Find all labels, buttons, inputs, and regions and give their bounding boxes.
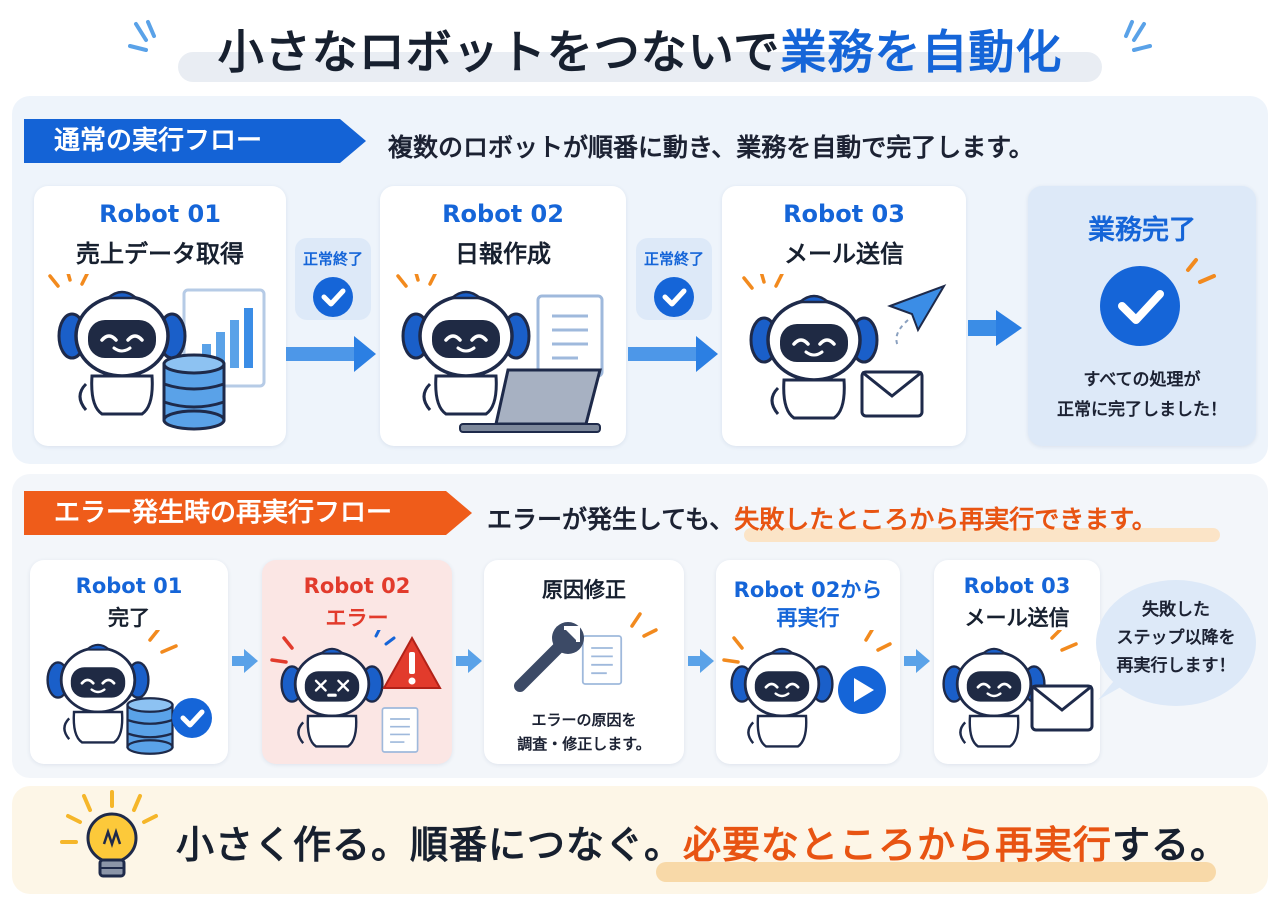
normal-flow-banner: 通常の実行フロー	[24, 119, 366, 163]
normal-step-robot-01: Robot 01 売上データ取得	[34, 186, 286, 446]
sparkle-right-icon	[1124, 20, 1152, 52]
normal-step-robot-02: Robot 02 日報作成	[380, 186, 626, 446]
step-status: メール送信	[964, 606, 1070, 630]
error-step-robot-01: Robot 01 完了	[30, 560, 228, 764]
small-arrow-1	[232, 649, 258, 673]
lightbulb-icon	[60, 790, 158, 878]
bubble-tail	[1098, 676, 1126, 700]
retry-speech-bubble: 失敗した ステップ以降を 再実行します！	[1096, 580, 1256, 706]
robot-label: Robot 03	[963, 574, 1071, 598]
robot-error-icon	[270, 630, 442, 753]
flow-arrow-2	[628, 336, 718, 372]
status-chip-2: 正常終了	[636, 238, 712, 320]
normal-flow-description: 複数のロボットが順番に動き、業務を自動で完了します。	[388, 133, 1034, 162]
sparkle-left-icon	[128, 20, 156, 52]
page-title: 小さなロボットをつないで業務を自動化	[217, 25, 1063, 79]
task-label: 売上データ取得	[76, 240, 244, 268]
flow-arrow-1	[286, 336, 376, 372]
error-flow-banner: エラー発生時の再実行フロー	[24, 491, 472, 535]
small-arrow-2	[456, 649, 482, 673]
small-arrow-3	[688, 649, 714, 673]
robot-done-icon	[46, 630, 228, 755]
check-icon	[313, 277, 353, 317]
robot-mail-icon	[942, 630, 1094, 748]
robot-label: Robot 01	[75, 574, 183, 598]
robot-label: Robot 01	[99, 200, 221, 228]
check-icon	[654, 277, 694, 317]
robot-label: Robot 03	[783, 200, 905, 228]
complete-message-2: 正常に完了しました！	[1057, 400, 1227, 420]
title-highlight-band	[178, 52, 1102, 82]
step-status: 再実行	[776, 606, 840, 630]
status-chip-1: 正常終了	[295, 238, 371, 320]
fix-note-2: 調査・修正します。	[517, 735, 651, 753]
flow-arrow-3	[968, 310, 1022, 346]
small-arrow-4	[904, 649, 930, 673]
error-step-robot-02: Robot 02 エラー	[262, 560, 452, 764]
robot-with-data-icon	[48, 274, 266, 431]
robot-with-mail-icon	[742, 274, 947, 420]
robot-retry-icon	[722, 630, 892, 748]
robot-label: Robot 02から	[733, 578, 883, 602]
task-label: メール送信	[784, 240, 904, 268]
fix-note-1: エラーの原因を	[531, 711, 637, 729]
emphasis-underline	[744, 528, 1220, 542]
error-flow-description: エラーが発生しても、失敗したところから再実行できます。	[487, 505, 1157, 534]
robot-with-laptop-icon	[396, 274, 604, 433]
title-area: 小さなロボットをつないで業務を自動化	[0, 0, 1280, 96]
robot-label: Robot 02	[442, 200, 564, 228]
robot-label: Robot 02	[303, 574, 411, 598]
footer-emphasis-underline	[656, 862, 1216, 882]
footer-message: 小さく作る。順番につなぐ。必要なところから再実行する。	[176, 823, 1230, 867]
step-status: 完了	[108, 606, 150, 630]
error-step-fix-cause: 原因修正 エラーの原因を 調査・修正します。	[484, 560, 684, 764]
big-check-icon	[1100, 258, 1216, 346]
task-label: 日報作成	[455, 240, 551, 268]
fix-title: 原因修正	[542, 578, 626, 602]
error-step-robot-02-retry: Robot 02から 再実行	[716, 560, 900, 764]
wrench-icon	[514, 612, 658, 692]
normal-step-robot-03: Robot 03 メール送信	[722, 186, 966, 446]
task-complete-title: 業務完了	[1088, 215, 1196, 246]
error-step-robot-03: Robot 03 メール送信	[934, 560, 1100, 764]
complete-message-1: すべての処理が	[1083, 370, 1201, 390]
task-complete-card: 業務完了 すべての処理が 正常に完了しました！	[1028, 186, 1256, 446]
step-status: エラー	[325, 606, 389, 630]
